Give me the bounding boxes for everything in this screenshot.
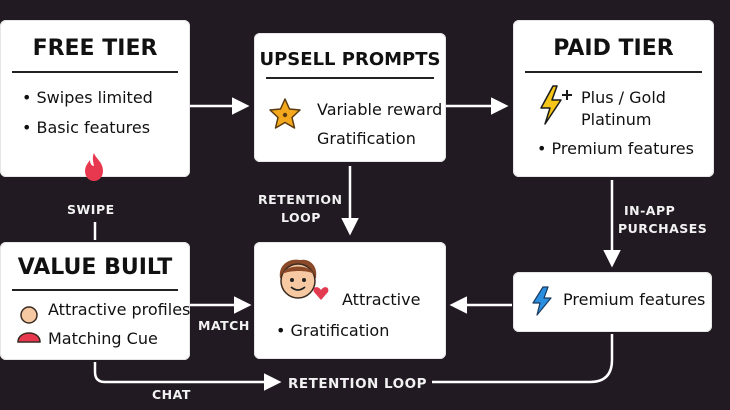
value-built-item-1: Attractive profiles — [48, 300, 191, 319]
upsell-prompts-box: UPSELL PROMPTS Variable reward Gratifica… — [254, 33, 446, 162]
label-match: MATCH — [198, 318, 250, 333]
center-item-1: Attractive — [342, 290, 421, 309]
premium-item-1: Premium features — [563, 290, 706, 309]
star-icon — [269, 98, 301, 129]
value-built-title: VALUE BUILT — [17, 255, 173, 280]
face-heart-icon — [279, 259, 329, 300]
flame-icon — [85, 153, 103, 181]
lightning-plus-icon — [540, 85, 572, 125]
free-tier-box: FREE TIER • Swipes limited • Basic featu… — [0, 20, 190, 181]
label-swipe: SWIPE — [67, 202, 115, 217]
lightning-icon — [532, 286, 552, 316]
person-icon — [17, 306, 41, 343]
label-in-app-2: PURCHASES — [618, 221, 708, 236]
value-built-item-2: Matching Cue — [48, 329, 158, 348]
free-tier-divider — [12, 71, 178, 73]
premium-features-box: Premium features — [513, 272, 712, 332]
label-chat: CHAT — [152, 387, 191, 402]
paid-tier-item-3: • Premium features — [537, 139, 694, 158]
free-tier-title: FREE TIER — [32, 36, 158, 61]
value-built-box: VALUE BUILT Attractive profiles Matching… — [0, 242, 190, 360]
paid-tier-item-1: Plus / Gold — [581, 88, 666, 107]
paid-tier-box: PAID TIER Plus / Gold Platinum • Premium… — [513, 20, 714, 177]
free-tier-item-2: • Basic features — [22, 118, 151, 137]
paid-tier-divider — [525, 71, 702, 73]
upsell-item-2: Gratification — [317, 129, 416, 148]
paid-tier-item-2: Platinum — [581, 110, 652, 129]
retention-loop-bottom-path — [432, 334, 614, 384]
upsell-divider — [266, 77, 434, 79]
value-built-divider — [12, 289, 178, 291]
upsell-title: UPSELL PROMPTS — [259, 49, 441, 70]
label-in-app-1: IN-APP — [624, 203, 676, 218]
center-box: Attractive • Gratification — [254, 242, 446, 359]
label-retention-loop-top-1: RETENTION — [258, 192, 343, 207]
free-tier-item-1: • Swipes limited — [22, 88, 153, 107]
chat-path — [93, 362, 282, 391]
label-retention-loop-bottom: RETENTION LOOP — [288, 376, 428, 392]
label-retention-loop-top-2: LOOP — [281, 210, 321, 225]
upsell-item-1: Variable reward — [317, 100, 443, 119]
paid-tier-title: PAID TIER — [553, 36, 674, 61]
center-item-2: • Gratification — [276, 321, 390, 340]
